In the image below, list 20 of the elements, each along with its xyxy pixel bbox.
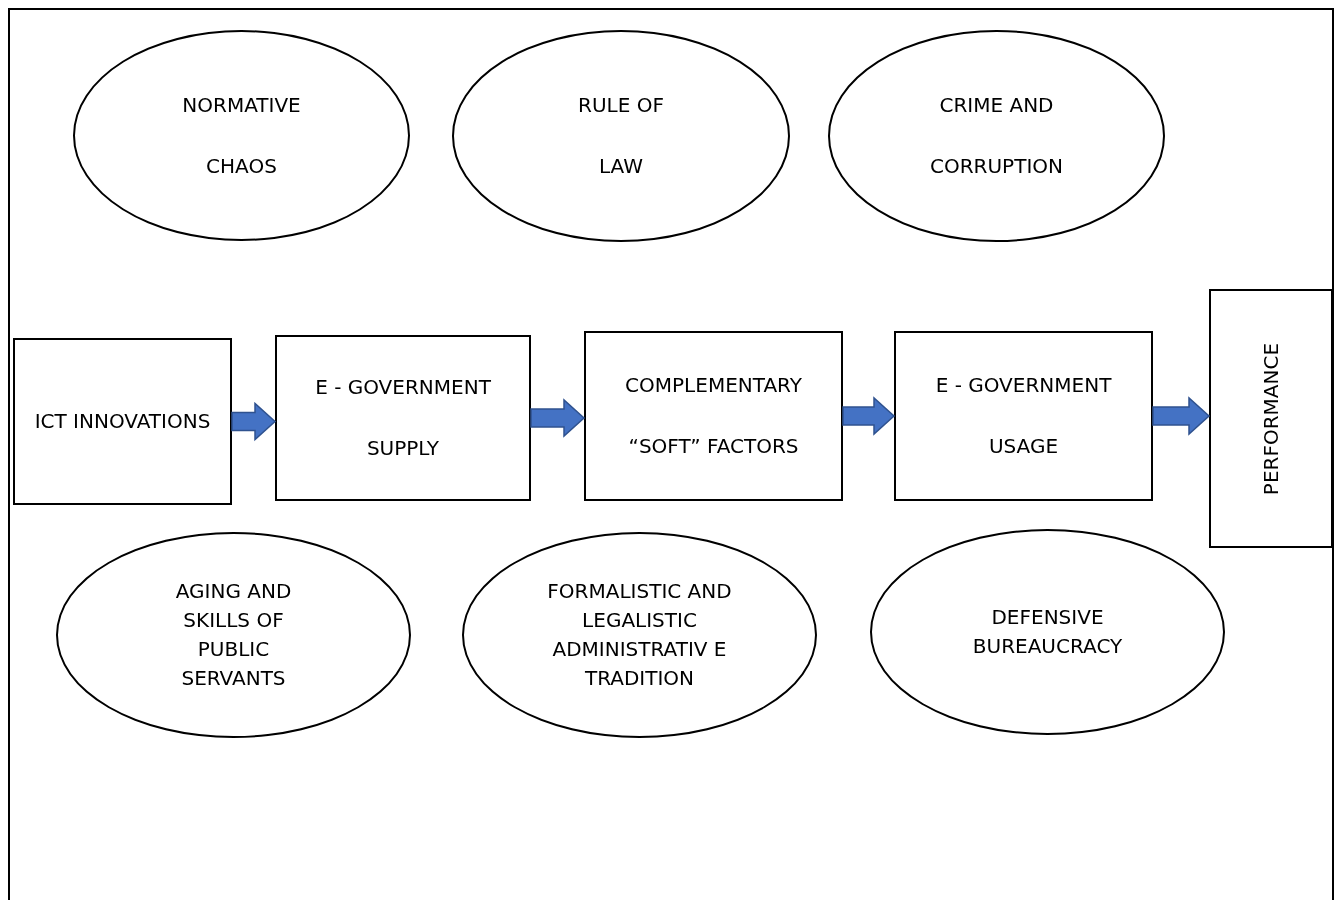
node-label: FORMALISTIC AND LEGALISTIC ADMINISTRATIV E TRADITION <box>546 578 733 692</box>
node-label: ICT INNOVATIONS <box>33 408 212 435</box>
node-label: DEFENSIVE BUREAUCRACY <box>971 604 1124 660</box>
block-arrow <box>231 401 277 442</box>
process-box <box>13 338 232 505</box>
process-box <box>1209 289 1333 548</box>
node-label: NORMATIVE CHAOS <box>181 91 302 180</box>
process-box <box>894 331 1153 501</box>
process-box <box>275 335 531 501</box>
node-label: AGING AND SKILLS OF PUBLIC SERVANTS <box>174 578 293 692</box>
node-label: CRIME AND CORRUPTION <box>929 92 1064 180</box>
block-arrow <box>842 396 896 436</box>
node-label: PERFORMANCE <box>1259 342 1283 495</box>
block-arrow <box>1152 396 1211 436</box>
node-label: E - GOVERNMENT SUPPLY <box>314 374 492 462</box>
node-label: RULE OF LAW <box>577 92 665 180</box>
node-label: E - GOVERNMENT USAGE <box>934 372 1113 460</box>
node-label: COMPLEMENTARY “SOFT” FACTORS <box>624 372 803 460</box>
block-arrow <box>530 398 586 438</box>
process-box <box>584 331 843 501</box>
